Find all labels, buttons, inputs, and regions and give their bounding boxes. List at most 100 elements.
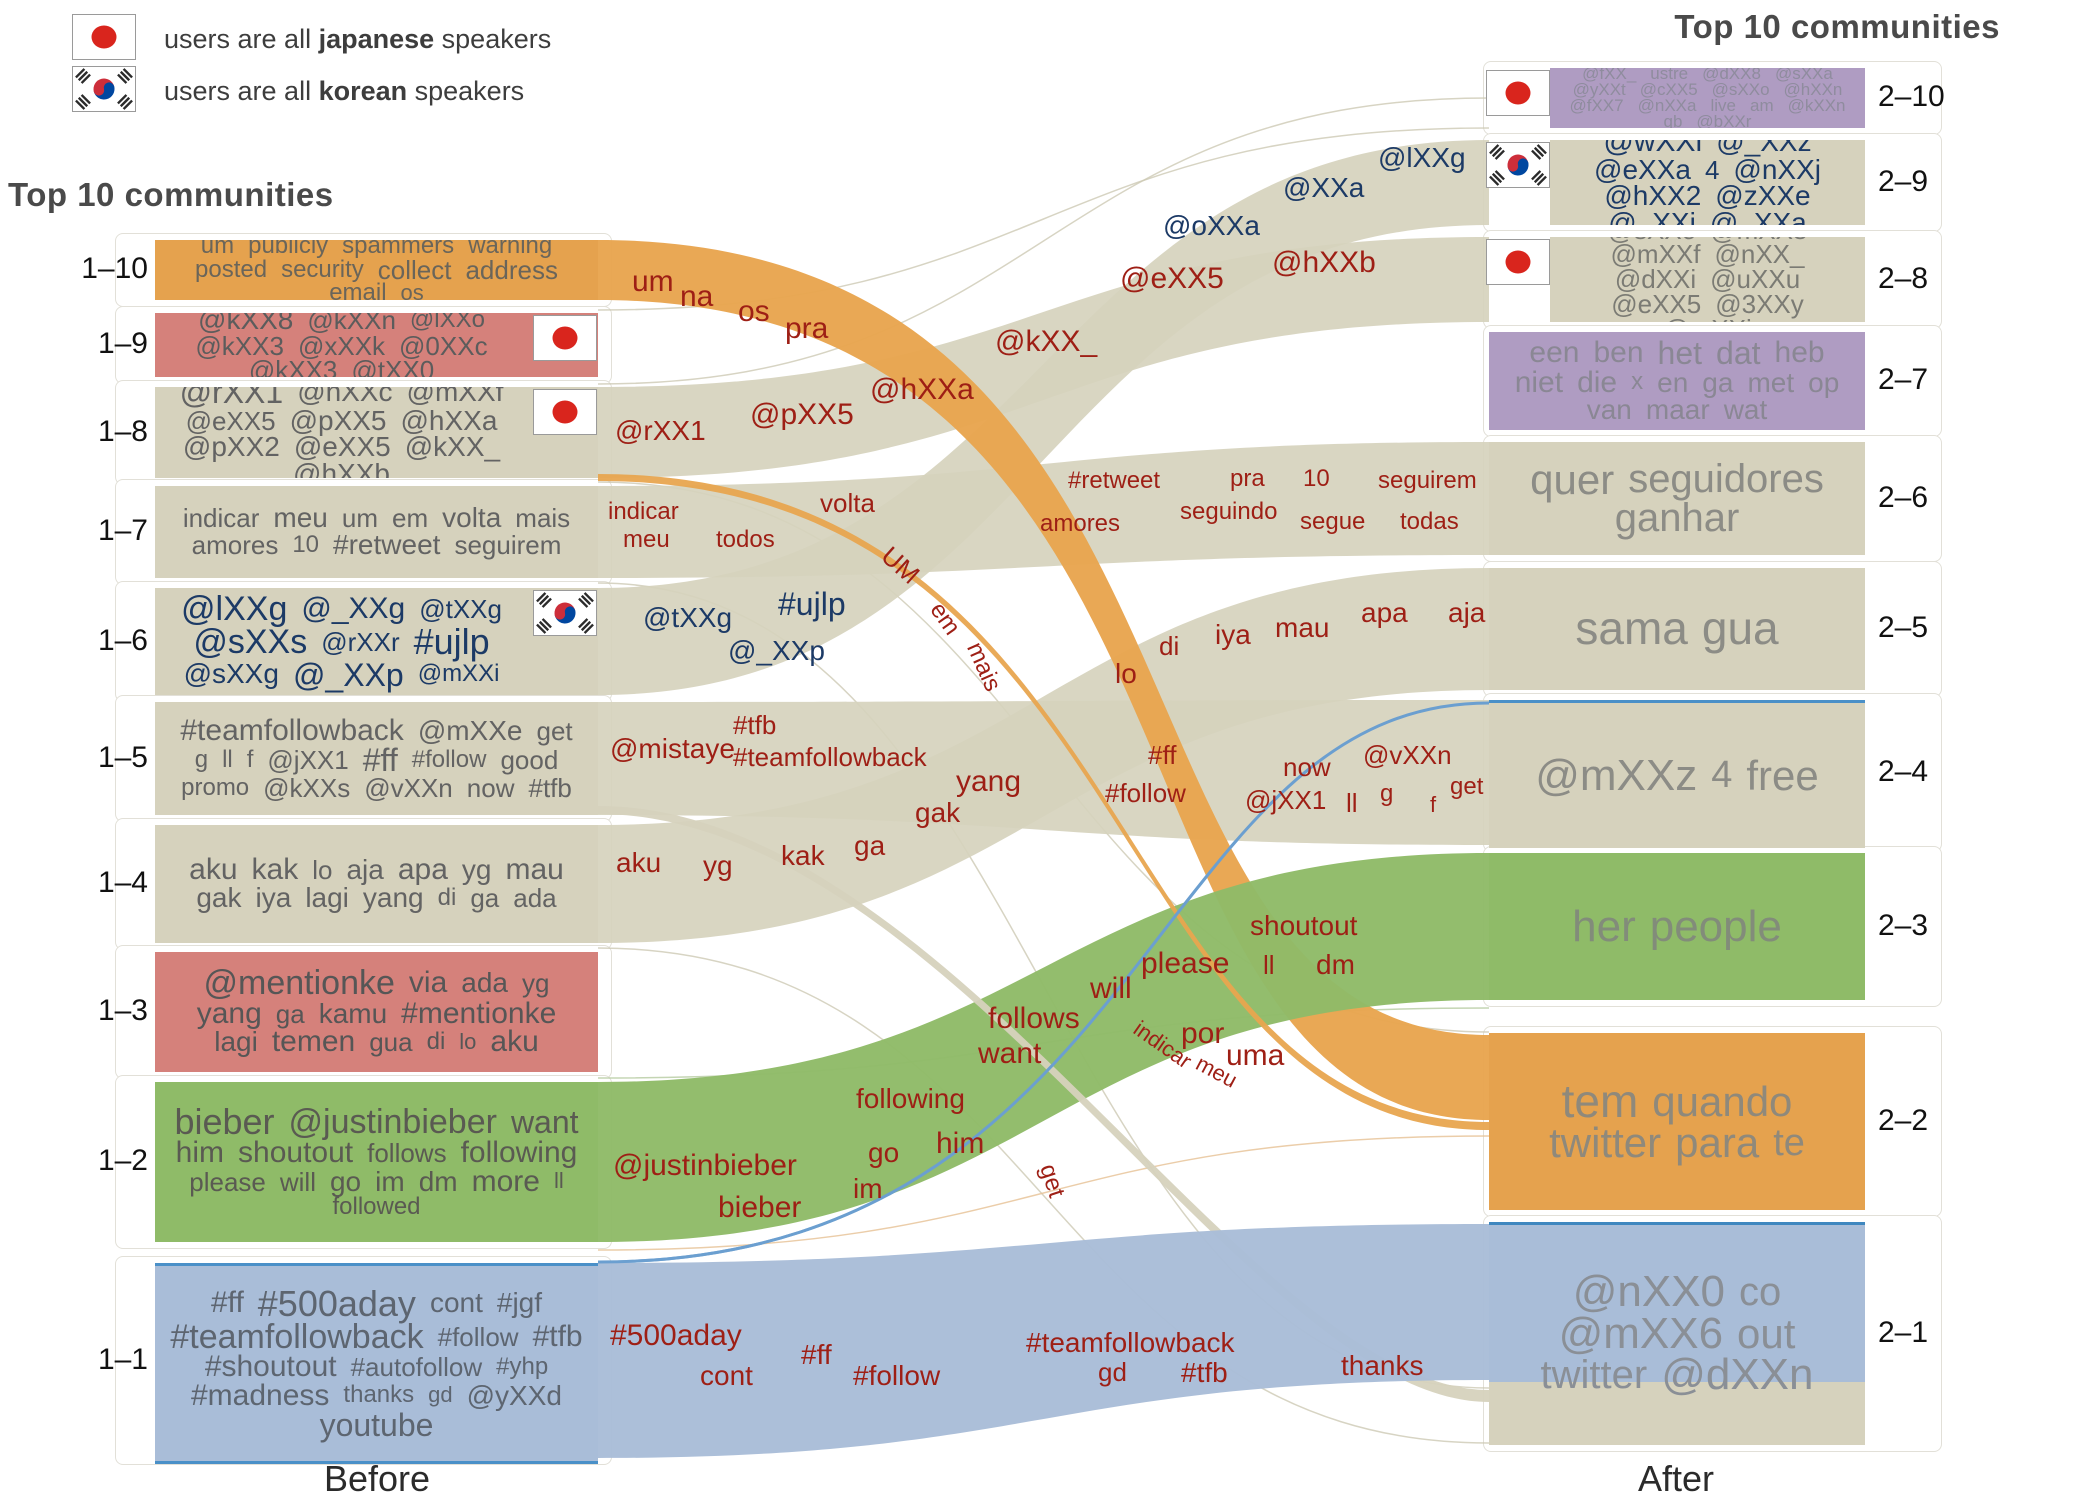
cloud-word: following <box>460 1136 578 1170</box>
cloud-word: kak <box>251 853 299 887</box>
flow-word-label: seguirem <box>1378 467 1477 494</box>
cloud-word: aku <box>189 853 238 887</box>
cloud-word: um <box>341 503 378 534</box>
legend-row-japanese: users are all japanese speakers <box>72 14 551 65</box>
flow-word-label: go <box>868 1137 900 1168</box>
flow-word-label: #ff <box>801 1339 832 1370</box>
flow-word-label: indicar <box>608 498 679 525</box>
cloud-word: seguirem <box>454 529 562 560</box>
cloud-word: follows <box>367 1138 447 1169</box>
cloud-word: iya <box>255 881 292 913</box>
flow-ribbon-1-8_2-8 <box>598 237 1489 478</box>
flow-word-label: amores <box>1040 510 1121 537</box>
flow-word-label: lo <box>1115 658 1137 689</box>
cloud-word: op <box>1808 366 1840 398</box>
cloud-word: @_XXa <box>1709 207 1807 225</box>
cloud-word: @hXXn <box>1783 79 1843 99</box>
cloud-word: @_XXp <box>292 656 404 693</box>
community-rank-label-1-9: 1–9 <box>97 327 148 360</box>
cloud-word: @wXXl <box>1603 140 1703 159</box>
cloud-word: ll <box>553 1168 564 1194</box>
community-box-2-10: @fXX_ustre@dXX8@sXXa@yXXt@cXX5@sXXo@hXXn… <box>1550 68 1865 128</box>
cloud-word: aja <box>346 854 384 886</box>
cloud-word: cont <box>429 1287 483 1319</box>
community-rank-label-1-3: 1–3 <box>97 994 148 1027</box>
cloud-word: @eXX5 <box>1611 288 1702 319</box>
flow-word-label: aja <box>1448 597 1486 628</box>
flow-word-label: @kXX_ <box>995 325 1098 358</box>
cloud-word: free <box>1746 751 1819 799</box>
cloud-word: @tXXg <box>419 593 502 624</box>
community-rank-label-1-6: 1–6 <box>97 623 148 657</box>
cloud-word: @cXX5 <box>1639 79 1698 99</box>
cloud-word: ll <box>222 746 233 773</box>
cloud-word: indicar <box>182 503 260 534</box>
cloud-word: niet <box>1514 365 1564 399</box>
flow-word-label: #tfb <box>733 710 777 740</box>
cloud-word: @jXX1 <box>267 745 349 776</box>
cloud-word: @dXXn <box>1661 1350 1814 1400</box>
left-heading: Top 10 communities <box>8 176 334 213</box>
cloud-word: @rXXr <box>321 627 400 658</box>
cloud-word: #retweet <box>333 529 441 560</box>
cloud-word: followed <box>332 1193 421 1221</box>
cloud-word: promo <box>181 773 250 801</box>
cloud-word: @hXXa <box>400 404 498 436</box>
word-cloud-1-8: @rXX1@hXXc@mXXf@eXX5@pXX5@hXXa@pXX2@eXX5… <box>155 387 598 478</box>
flow-word-label: g <box>1380 780 1394 807</box>
cloud-word: f <box>246 746 254 773</box>
cloud-word: di <box>437 883 457 911</box>
community-rank-label-1-5: 1–5 <box>97 740 148 774</box>
flow-word-label: @vXXn <box>1363 740 1452 770</box>
cloud-word: #madness <box>191 1378 330 1412</box>
cloud-word: @mXXz <box>1535 750 1698 800</box>
flow-word-label: @XXa <box>1283 172 1365 203</box>
flow-word-label: get <box>1450 773 1484 800</box>
cloud-word: want <box>510 1103 579 1140</box>
cloud-word: #ff <box>362 742 398 779</box>
cloud-word: amores <box>191 529 279 560</box>
cloud-word: @sXXo <box>1711 79 1770 99</box>
flow-word-label: dm <box>1316 949 1355 980</box>
cloud-word: tem <box>1561 1074 1639 1127</box>
cloud-word: @mXX8 <box>1710 237 1807 243</box>
cloud-word: @sXXo <box>1608 237 1697 243</box>
cloud-word: please <box>189 1166 266 1197</box>
flow-word-label: mau <box>1275 612 1330 643</box>
cloud-word: 4 <box>1704 154 1720 185</box>
cloud-word: get <box>536 715 573 746</box>
cloud-word: mau <box>505 853 564 887</box>
flow-word-label: @lXXg <box>1378 142 1466 173</box>
cloud-word: apa <box>397 853 448 887</box>
flow-word-label: di <box>1159 631 1180 661</box>
cloud-word: will <box>279 1166 316 1197</box>
cloud-word: aku <box>490 1025 539 1059</box>
cloud-word: @sXXg <box>183 658 279 690</box>
cloud-word: ga <box>470 882 500 913</box>
cloud-word: mais <box>515 503 571 534</box>
flow-word-label: yang <box>956 765 1022 798</box>
community-box-1-6: @lXXg@_XXg@tXXg@sXXs@rXXr#ujlp@sXXg@_XXp… <box>155 588 598 695</box>
cloud-word: youtube <box>319 1407 434 1444</box>
cloud-word: @nXXj <box>1733 153 1821 185</box>
word-cloud-1-9: @kXX8@kXXn@lXXo@kXX3@xXXk@0XXc@kXX3@tXX0 <box>155 313 598 377</box>
cloud-word: temen <box>271 1025 356 1059</box>
cloud-word: um <box>200 240 235 259</box>
word-cloud-2-8: @sXXo@mXX8@mXXf@nXX_@dXXi@uXXu@eXX5@3XXy… <box>1550 237 1865 322</box>
flow-word-label: #retweet <box>1068 467 1161 494</box>
legend-korean-text: users are all korean speakers <box>164 76 525 106</box>
cloud-word: @hXX2 <box>1604 180 1702 212</box>
flow-word-label: ll <box>1263 950 1275 980</box>
cloud-word: @justinbieber <box>288 1102 497 1141</box>
cloud-word: @vXXn <box>364 772 453 803</box>
community-rank-label-2-7: 2–7 <box>1878 363 1929 396</box>
